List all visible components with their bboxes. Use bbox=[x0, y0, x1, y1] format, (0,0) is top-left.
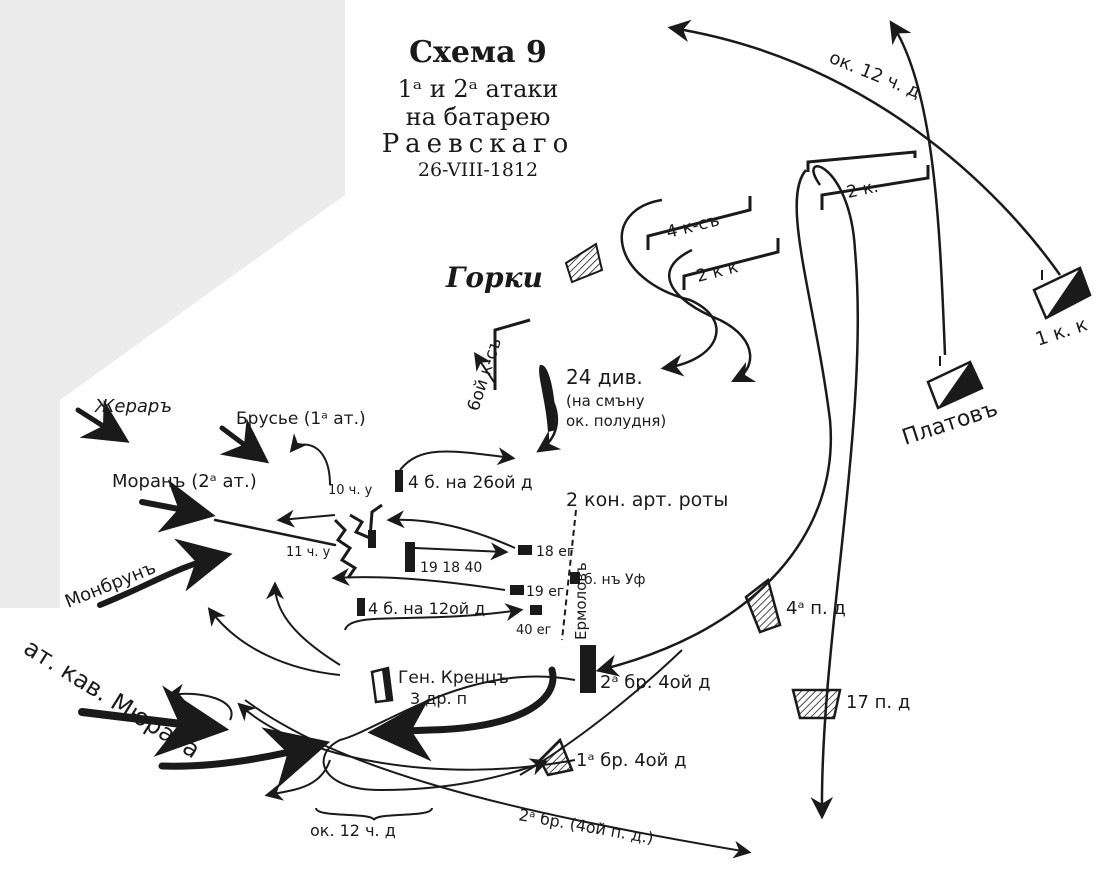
brace-ok12 bbox=[315, 807, 433, 821]
6k-arrow bbox=[474, 352, 495, 383]
label-konart: 2 кон. арт. роты bbox=[566, 489, 728, 511]
17pd-symbol bbox=[791, 688, 842, 720]
arrow-to-2br bbox=[595, 169, 833, 677]
murat-arrow-2 bbox=[158, 727, 331, 789]
gerard-arrow bbox=[75, 399, 130, 443]
counter-arrows bbox=[166, 433, 752, 859]
arrow-191840 bbox=[414, 542, 509, 561]
1kk-fill bbox=[1046, 268, 1090, 318]
solid-units bbox=[357, 364, 596, 693]
2br-bar bbox=[580, 645, 596, 693]
label-4b-26: 4 б. на 26ой д bbox=[408, 473, 533, 493]
montbrun-arrow bbox=[97, 538, 233, 608]
arrow-krenz-left bbox=[207, 607, 341, 676]
label-18eg: 18 ег bbox=[536, 544, 574, 560]
label-krenz1: Ген. Кренцъ bbox=[398, 668, 509, 688]
label-24div-note2: ок. полудня) bbox=[566, 412, 666, 430]
french-arrows bbox=[75, 399, 337, 789]
redoubt-bar bbox=[368, 530, 376, 548]
label-17pd: 17 п. д bbox=[846, 692, 910, 713]
unit-brackets bbox=[493, 150, 930, 390]
morand-arrow bbox=[139, 479, 216, 533]
broussier-arrow bbox=[219, 418, 270, 464]
label-10: 10 ч. у bbox=[328, 483, 373, 498]
label-ok12-bottom: ок. 12 ч. д bbox=[310, 821, 396, 840]
label-gerard: Жераръ bbox=[94, 396, 172, 417]
arrow-1br bbox=[237, 702, 576, 771]
label-24div-note1: (на смъну bbox=[566, 392, 645, 410]
24div-bar bbox=[539, 364, 556, 432]
arrow-2k-south bbox=[810, 165, 860, 820]
label-4pd: 4ᵃ п. д bbox=[786, 598, 846, 619]
bracket-4k bbox=[646, 196, 752, 250]
arrow-4b-26 bbox=[399, 447, 516, 471]
arrow-18eg-left bbox=[386, 510, 516, 549]
arrow-platov-north bbox=[889, 20, 947, 356]
bracket-2kk bbox=[682, 238, 780, 290]
arrow-murat-down bbox=[264, 759, 331, 801]
arrow-murat-back bbox=[166, 683, 233, 721]
arrow-10 bbox=[289, 433, 331, 486]
label-24div: 24 див. bbox=[566, 365, 643, 389]
label-gorki: Горки bbox=[445, 261, 543, 294]
arrow-redoubt-left bbox=[276, 509, 336, 528]
bracket-2k-b bbox=[820, 165, 930, 210]
gorki-symbol bbox=[564, 242, 604, 284]
bracket-6k bbox=[493, 318, 531, 390]
label-11: 11 ч. у bbox=[286, 545, 331, 560]
thick-arrows bbox=[367, 352, 562, 762]
krenz-thick-arrow bbox=[367, 666, 557, 762]
murat-arrow-1 bbox=[78, 685, 230, 757]
arrow-krenz-up bbox=[266, 581, 341, 666]
24div-arrow bbox=[536, 390, 562, 453]
ufa-bar bbox=[570, 572, 580, 584]
raevsky-redoubt bbox=[333, 503, 383, 579]
label-ermolov: Ермоловъ bbox=[572, 562, 590, 640]
arrow-4k bbox=[620, 198, 718, 377]
40eg-bar bbox=[530, 605, 542, 615]
arrow-19eg-left bbox=[331, 568, 506, 591]
19eg-bar bbox=[510, 585, 524, 595]
arrow-4b-12 bbox=[344, 603, 524, 631]
arrow-krenz-loop bbox=[322, 675, 576, 792]
label-krenz2: 3 др. п bbox=[410, 689, 467, 708]
label-19eg: 19 ег bbox=[526, 584, 564, 600]
krenz-fill bbox=[382, 668, 392, 701]
191840-bar bbox=[405, 542, 415, 572]
arrow-1k-north bbox=[667, 19, 1062, 276]
18eg-bar bbox=[518, 545, 532, 555]
title-line-2: 1ᵃ и 2ᵃ атаки bbox=[398, 75, 559, 103]
label-40eg: 40 ег bbox=[516, 623, 552, 638]
bracket-2k-a bbox=[806, 150, 917, 172]
arrow-2br-bottom bbox=[244, 699, 752, 859]
label-ufa: б. нъ Уф bbox=[584, 572, 646, 588]
4b-26-bar bbox=[395, 470, 403, 492]
ermolov-line bbox=[561, 509, 577, 641]
arrow-br-link bbox=[519, 649, 683, 776]
label-morand: Моранъ (2ᵃ ат.) bbox=[112, 471, 257, 492]
title-block: Схема 9 1ᵃ и 2ᵃ атаки на батарею Раевска… bbox=[382, 35, 575, 181]
arrow-2kk bbox=[668, 248, 757, 383]
label-2br: 2ᵃ бр. 4ой д bbox=[600, 672, 711, 693]
label-191840: 19 18 40 bbox=[420, 560, 482, 576]
4pd-symbol bbox=[744, 577, 782, 634]
label-broussier: Брусье (1ᵃ ат.) bbox=[236, 409, 366, 429]
title-line-1: Схема 9 bbox=[409, 35, 547, 70]
morand-line bbox=[213, 518, 337, 547]
title-line-5: 26-VIII-1812 bbox=[418, 159, 538, 181]
unit-symbols bbox=[370, 242, 1092, 777]
label-4b-12: 4 б. на 12ой д bbox=[368, 599, 485, 618]
4b-12-bar bbox=[357, 598, 365, 616]
platov-fill bbox=[938, 362, 982, 408]
label-1br: 1ᵃ бр. 4ой д bbox=[576, 750, 687, 771]
title-line-4: Раевскаго bbox=[382, 129, 575, 159]
title-line-3: на батарею bbox=[406, 103, 551, 131]
top-right-cavalry bbox=[595, 19, 1062, 820]
